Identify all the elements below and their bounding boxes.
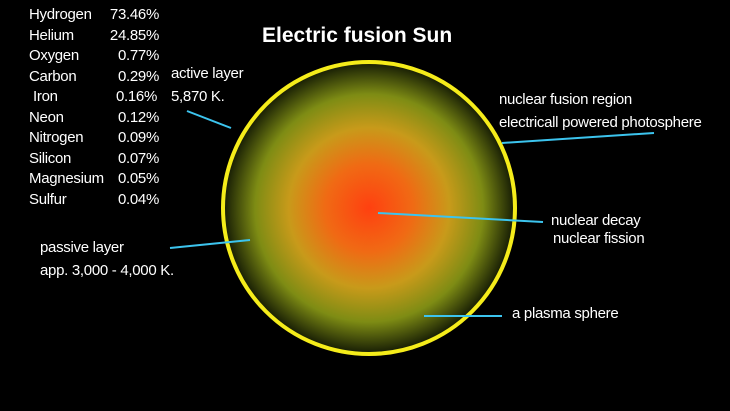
table-row: Sulfur 0.04% (29, 191, 159, 212)
element-name: Iron (33, 88, 58, 105)
core-leader (377, 212, 544, 223)
element-percent: 0.04% (117, 190, 159, 208)
table-row: Helium 24.85% (29, 27, 159, 48)
passive-layer-label: passive layer (40, 239, 124, 256)
plasma-sphere-label: a plasma sphere (512, 305, 619, 322)
element-name: Oxygen (29, 47, 79, 64)
active-layer-temp: 5,870 K. (171, 88, 225, 105)
element-name: Silicon (29, 149, 72, 167)
table-row: Silicon 0.07% (29, 150, 159, 171)
element-percent: 0.12% (117, 108, 159, 126)
element-name: Carbon (29, 67, 77, 85)
table-row: Carbon 0.29% (29, 68, 159, 89)
element-percent: 24.85% (109, 26, 159, 44)
element-name: Neon (29, 108, 64, 126)
element-percent: 73.46% (109, 6, 159, 23)
table-row: Magnesium 0.05% (29, 170, 159, 191)
photosphere-label: electricall powered photosphere (499, 114, 702, 131)
element-name: Nitrogen (29, 129, 84, 146)
fusion-region-label: nuclear fusion region (499, 91, 632, 108)
element-name: Hydrogen (29, 6, 92, 23)
element-name: Magnesium (29, 170, 104, 187)
element-percent: 0.05% (117, 170, 159, 187)
element-percent: 0.09% (117, 129, 159, 146)
element-percent: 0.16% (115, 88, 157, 105)
nuclear-fission-label: nuclear fission (553, 230, 645, 247)
element-percent: 0.07% (117, 149, 159, 167)
element-name: Helium (29, 26, 74, 44)
active-layer-label: active layer (171, 65, 244, 82)
table-row: Neon 0.12% (29, 109, 159, 130)
passive-layer-leader (169, 239, 251, 249)
passive-layer-temp: app. 3,000 - 4,000 K. (40, 262, 174, 279)
table-row: Iron 0.16% (29, 88, 159, 109)
table-row: Oxygen 0.77% (29, 47, 159, 68)
active-layer-leader (186, 110, 232, 129)
photosphere-leader (501, 132, 655, 144)
table-row: Nitrogen 0.09% (29, 129, 159, 150)
element-percent: 0.29% (117, 67, 159, 85)
nuclear-decay-label: nuclear decay (551, 212, 641, 229)
title: Electric fusion Sun (262, 24, 453, 47)
table-row: Hydrogen 73.46% (29, 6, 159, 27)
element-percent: 0.77% (117, 47, 159, 64)
photosphere-ring (221, 60, 517, 356)
sun-body (223, 62, 515, 354)
element-name: Sulfur (29, 190, 67, 208)
